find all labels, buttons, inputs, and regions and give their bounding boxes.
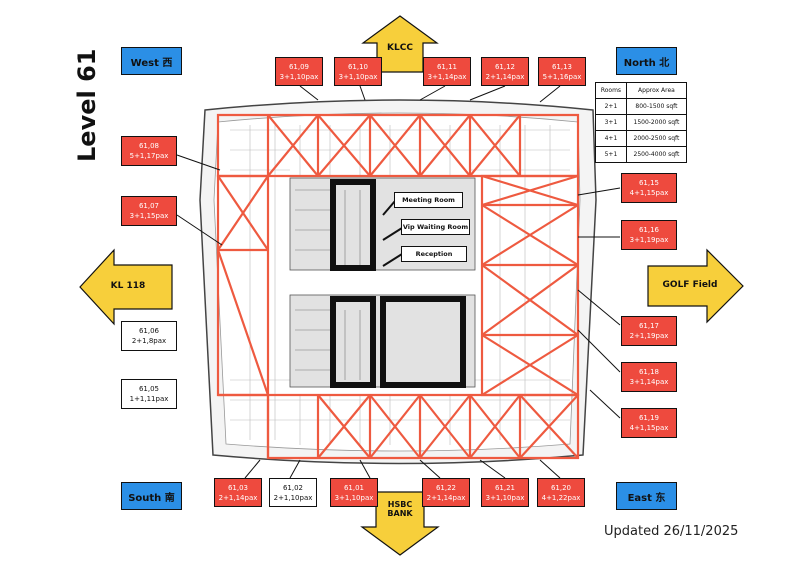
legend-cell: 2+1 <box>595 98 627 115</box>
unit-capacity: 5+1,17pax <box>129 152 169 160</box>
level-title: Level 61 <box>73 48 101 162</box>
unit-61-07[interactable]: 61,07 3+1,15pax <box>121 196 177 226</box>
unit-capacity: 4+1,22pax <box>541 493 581 502</box>
unit-code: 61,02 <box>282 483 304 492</box>
landmark-kl118: KL 118 <box>110 281 146 291</box>
unit-code: 61,01 <box>343 483 365 492</box>
unit-capacity: 3+1,19pax <box>629 236 669 244</box>
legend-cell: 4+1 <box>595 130 627 147</box>
unit-61-05[interactable]: 61,05 1+1,11pax <box>121 379 177 409</box>
legend-cell: 800-1500 sqft <box>625 98 688 115</box>
arrow-left-kl118 <box>79 248 173 326</box>
unit-code: 61,19 <box>638 414 660 422</box>
unit-capacity: 3+1,10pax <box>338 72 378 81</box>
unit-code: 61,15 <box>638 179 660 187</box>
unit-61-06[interactable]: 61,06 2+1,8pax <box>121 321 177 351</box>
unit-61-10[interactable]: 61,10 3+1,10pax <box>334 57 382 86</box>
unit-code: 61,07 <box>138 202 160 210</box>
legend-cell: 1500-2000 sqft <box>625 114 688 131</box>
compass-east: East 东 <box>616 482 677 510</box>
vip-waiting-room-label: Vip Waiting Room <box>401 219 470 235</box>
legend-cell: 2000-2500 sqft <box>625 130 688 147</box>
unit-capacity: 3+1,10pax <box>279 72 319 81</box>
unit-61-09[interactable]: 61,09 3+1,10pax <box>275 57 323 86</box>
unit-code: 61,20 <box>550 483 572 492</box>
unit-code: 61,13 <box>551 62 573 71</box>
unit-61-12[interactable]: 61,12 2+1,14pax <box>481 57 529 86</box>
unit-61-11[interactable]: 61,11 3+1,14pax <box>423 57 471 86</box>
unit-61-13[interactable]: 61,13 5+1,16pax <box>538 57 586 86</box>
unit-61-01[interactable]: 61,01 3+1,10pax <box>330 478 378 507</box>
legend-header: Rooms <box>595 82 627 99</box>
unit-capacity: 3+1,14pax <box>629 378 669 386</box>
unit-capacity: 4+1,15pax <box>629 424 669 432</box>
unit-capacity: 2+1,19pax <box>629 332 669 340</box>
unit-code: 61,21 <box>494 483 516 492</box>
landmark-hsbc-bank: HSBC BANK <box>387 500 413 518</box>
unit-capacity: 1+1,11pax <box>129 395 169 403</box>
unit-capacity: 2+1,8pax <box>131 337 167 345</box>
unit-61-15[interactable]: 61,15 4+1,15pax <box>621 173 677 203</box>
compass-south: South 南 <box>121 482 182 510</box>
unit-code: 61,08 <box>138 142 160 150</box>
unit-code: 61,11 <box>436 62 458 71</box>
arrow-down-hsbc <box>360 491 440 556</box>
unit-capacity: 2+1,14pax <box>218 493 258 502</box>
unit-capacity: 2+1,14pax <box>426 493 466 502</box>
unit-code: 61,09 <box>288 62 310 71</box>
landmark-golf-field: GOLF Field <box>662 280 718 290</box>
legend-cell: 2500-4000 sqft <box>625 146 688 163</box>
legend-cell: 5+1 <box>595 146 627 163</box>
unit-capacity: 2+1,10pax <box>273 493 313 502</box>
unit-capacity: 5+1,16pax <box>542 72 582 81</box>
unit-code: 61,03 <box>227 483 249 492</box>
area-legend: Rooms Approx Area 2+1 800-1500 sqft 3+1 … <box>595 82 688 163</box>
reception-label: Reception <box>401 246 467 262</box>
unit-61-03[interactable]: 61,03 2+1,14pax <box>214 478 262 507</box>
unit-61-08[interactable]: 61,08 5+1,17pax <box>121 136 177 166</box>
unit-capacity: 3+1,10pax <box>334 493 374 502</box>
unit-61-17[interactable]: 61,17 2+1,19pax <box>621 316 677 346</box>
compass-west: West 西 <box>121 47 182 75</box>
unit-61-18[interactable]: 61,18 3+1,14pax <box>621 362 677 392</box>
unit-61-21[interactable]: 61,21 3+1,10pax <box>481 478 529 507</box>
unit-capacity: 3+1,14pax <box>427 72 467 81</box>
unit-code: 61,22 <box>435 483 457 492</box>
landmark-klcc: KLCC <box>387 43 413 53</box>
unit-capacity: 2+1,14pax <box>485 72 525 81</box>
legend-cell: 3+1 <box>595 114 627 131</box>
updated-date: Updated 26/11/2025 <box>604 524 739 539</box>
unit-61-16[interactable]: 61,16 3+1,19pax <box>621 220 677 250</box>
unit-code: 61,18 <box>638 368 660 376</box>
unit-code: 61,06 <box>138 327 160 335</box>
legend-header: Approx Area <box>625 82 688 99</box>
unit-61-20[interactable]: 61,20 4+1,22pax <box>537 478 585 507</box>
unit-code: 61,12 <box>494 62 516 71</box>
arrow-right-golf <box>647 248 744 324</box>
unit-capacity: 3+1,10pax <box>485 493 525 502</box>
unit-code: 61,16 <box>638 226 660 234</box>
compass-north: North 北 <box>616 47 677 75</box>
unit-code: 61,10 <box>347 62 369 71</box>
unit-capacity: 4+1,15pax <box>629 189 669 197</box>
unit-code: 61,17 <box>638 322 660 330</box>
unit-code: 61,05 <box>138 385 160 393</box>
unit-61-19[interactable]: 61,19 4+1,15pax <box>621 408 677 438</box>
unit-61-22[interactable]: 61,22 2+1,14pax <box>422 478 470 507</box>
unit-61-02[interactable]: 61,02 2+1,10pax <box>269 478 317 507</box>
unit-capacity: 3+1,15pax <box>129 212 169 220</box>
meeting-room-label: Meeting Room <box>394 192 463 208</box>
